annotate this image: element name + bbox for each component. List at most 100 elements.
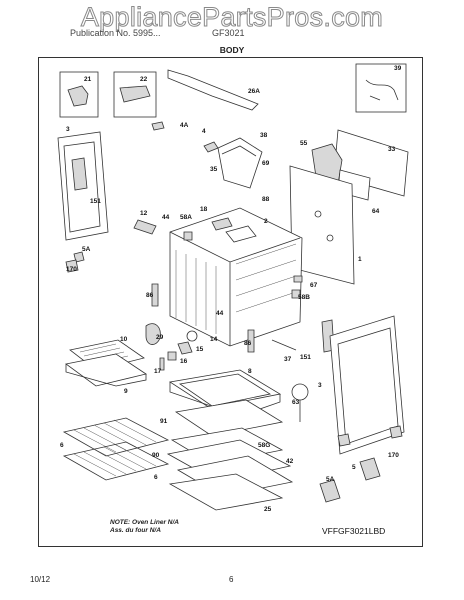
callout-39: 39 [394, 65, 402, 72]
callout-16: 16 [180, 358, 188, 365]
part-91 [174, 399, 284, 437]
callout-12: 12 [140, 210, 148, 217]
part-14 [186, 330, 198, 342]
part-22 [119, 85, 151, 103]
page-title: BODY [219, 45, 245, 55]
callout-22: 22 [140, 76, 148, 83]
footer-date: 10/12 [30, 575, 51, 584]
callout-21: 21 [84, 76, 92, 83]
part-4 [203, 141, 219, 153]
callout-63: 63 [292, 399, 300, 406]
callout-35: 35 [210, 166, 218, 173]
part-15 [177, 341, 193, 355]
watermark: AppliancePartsPros.com [80, 2, 384, 33]
part-17 [159, 357, 165, 371]
callout-25: 25 [264, 506, 272, 513]
doc-line-right: GF3021 [212, 28, 245, 38]
callout-38: 38 [260, 132, 268, 139]
part-170-right-b [389, 425, 403, 439]
part-12 [133, 219, 157, 235]
part-18 [211, 217, 233, 231]
callout-2: 2 [264, 218, 268, 225]
callout-14: 14 [210, 336, 218, 343]
callout-151b: 151 [300, 354, 311, 361]
part-6-rack-lower [62, 441, 170, 481]
part-63 [291, 383, 309, 401]
part-3-door-right [329, 315, 405, 455]
part-8-drawer-top [168, 369, 282, 409]
part-67 [293, 275, 303, 283]
note-line-1: NOTE: Oven Liner N/A [110, 519, 179, 526]
callout-44a: 44 [162, 214, 170, 221]
part-2 [225, 225, 257, 243]
callout-42: 42 [286, 458, 294, 465]
inset-box-22 [113, 71, 157, 118]
note: NOTE: Oven Liner N/A Ass. du four N/A [110, 519, 179, 535]
part-38-vent [217, 137, 263, 189]
callout-64: 64 [372, 208, 380, 215]
doc-line-left: Publication No. 5995... [70, 28, 161, 38]
part-86a [151, 283, 159, 307]
callout-9: 9 [124, 388, 128, 395]
part-26a-brace [167, 69, 259, 111]
part-5 [359, 457, 381, 481]
callout-15: 15 [196, 346, 204, 353]
part-16 [167, 351, 177, 361]
note-line-2: Ass. du four N/A [110, 527, 161, 534]
callout-55: 55 [300, 140, 308, 147]
callout-18: 18 [200, 206, 208, 213]
callout-4a: 4A [180, 122, 189, 129]
callout-5: 5 [352, 464, 356, 471]
part-37 [271, 339, 297, 351]
callout-6a: 6 [60, 442, 64, 449]
callout-58b: 58B [298, 294, 310, 301]
callout-33: 33 [388, 146, 396, 153]
callout-151a: 151 [90, 198, 101, 205]
callout-10: 10 [120, 336, 128, 343]
callout-17: 17 [154, 368, 162, 375]
callout-86a: 86 [146, 292, 154, 299]
callout-44b: 44 [216, 310, 224, 317]
callout-86b: 86 [244, 340, 252, 347]
footer-page-number: 6 [229, 575, 234, 584]
callout-4: 4 [202, 128, 206, 135]
callout-91: 91 [160, 418, 168, 425]
part-39-wiring [365, 79, 399, 101]
callout-58g: 58G [258, 442, 271, 449]
part-151-hinge [71, 157, 88, 191]
callout-3b: 3 [318, 382, 322, 389]
part-25-drawer-bottom [168, 473, 284, 511]
callout-170b: 170 [388, 452, 399, 459]
callout-69: 69 [262, 160, 270, 167]
callout-6b: 6 [154, 474, 158, 481]
callout-8: 8 [248, 368, 252, 375]
callout-3a: 3 [66, 126, 70, 133]
part-44a [183, 231, 193, 241]
callout-88: 88 [262, 196, 270, 203]
callout-170a: 170 [66, 266, 77, 273]
callout-1: 1 [358, 256, 362, 263]
oven-cavity [169, 207, 303, 347]
inset-box-39 [355, 63, 407, 113]
callout-58a: 58A [180, 214, 192, 221]
callout-26a: 26A [248, 88, 260, 95]
part-170 [65, 259, 79, 273]
callout-37: 37 [284, 356, 292, 363]
callout-67: 67 [310, 282, 318, 289]
part-58b [291, 289, 301, 299]
callout-5a-right: 5A [326, 476, 335, 483]
part-29 [145, 323, 161, 345]
part-5a-right [319, 479, 341, 503]
part-21 [67, 85, 89, 107]
part-86b [247, 329, 255, 353]
callout-29: 29 [156, 334, 164, 341]
part-5a [73, 251, 85, 263]
part-6-rack-upper [62, 417, 170, 457]
callout-5a: 5A [82, 246, 91, 253]
callout-90: 90 [152, 452, 160, 459]
part-170-right-a [337, 433, 351, 447]
inset-box-21 [59, 71, 99, 118]
model-number: VFFGF3021LBD [322, 526, 386, 536]
diagram-frame [38, 57, 423, 547]
